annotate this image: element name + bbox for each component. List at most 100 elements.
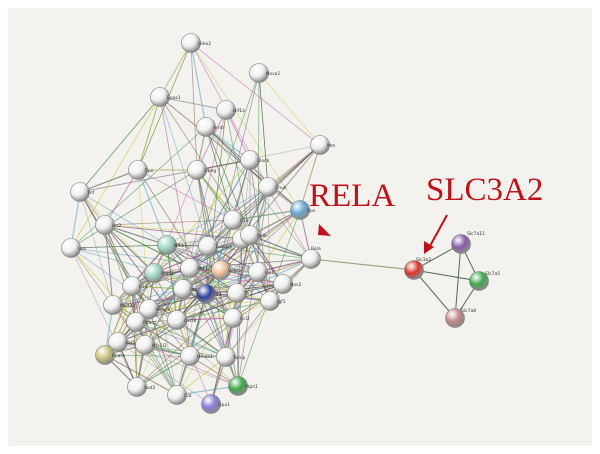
node-label: Gpx1: [218, 402, 230, 408]
network-edge: [189, 267, 284, 285]
node-circle: [201, 394, 221, 414]
node-circle: [273, 274, 293, 294]
node-sod2: Sod2: [127, 377, 155, 397]
node-circle: [451, 234, 471, 254]
node-circle: [211, 260, 231, 280]
node-circle: [95, 215, 115, 235]
node-label: Pparg: [143, 320, 156, 326]
node-label: Slc7a8: [461, 308, 476, 314]
node-label: Nos2: [290, 282, 301, 288]
node-circle: [301, 249, 321, 269]
network-edge: [144, 344, 178, 396]
node-circle: [150, 87, 170, 107]
network-edge: [153, 169, 198, 274]
node-label: Epo: [145, 168, 154, 174]
network-edge: [299, 144, 321, 211]
node-label: Lep: [78, 246, 86, 252]
node-circle: [249, 63, 269, 83]
network-edge: [205, 126, 312, 260]
node-txnip: Txnip: [216, 347, 246, 367]
node-circle: [128, 160, 148, 180]
node-circle: [248, 262, 268, 282]
network-edge: [159, 96, 227, 111]
node-relb: Relb: [240, 225, 267, 245]
network-edge: [205, 126, 269, 188]
node-label: Myd88: [120, 303, 135, 309]
callout-rela-arrow: [318, 224, 331, 236]
node-label: Rela: [311, 246, 321, 252]
network-edge: [104, 354, 178, 396]
network-edge: [135, 321, 178, 396]
node-circle: [223, 210, 243, 230]
node-label: Hmox1: [197, 354, 213, 360]
node-slc7a11: Slc7a11: [451, 231, 485, 254]
network-edge: [176, 319, 227, 358]
network-edge: [148, 293, 207, 310]
node-label: Rps: [307, 208, 316, 214]
node-label: Ccl2: [240, 316, 250, 322]
network-edge: [249, 234, 312, 260]
node-circle: [216, 100, 236, 120]
node-circle: [223, 308, 243, 328]
network-edge: [190, 42, 207, 128]
node-sirt1: Sirt1: [180, 258, 208, 278]
network-edge: [159, 42, 192, 98]
network-edge: [205, 293, 239, 387]
node-circle: [180, 258, 200, 278]
node-mmp9: Mmp9: [139, 299, 170, 319]
network-edge: [104, 224, 114, 306]
network-edge: [249, 234, 284, 285]
network-edge: [79, 191, 168, 246]
node-tnfaip3: Tnfaip3: [198, 236, 232, 256]
network-edge: [70, 244, 168, 249]
node-epo: Epo: [128, 160, 154, 180]
network-edge: [166, 244, 191, 357]
node-cat: Cat: [167, 385, 192, 405]
network-edge: [79, 169, 139, 193]
network-edge: [232, 209, 301, 221]
node-label: Arntl: [213, 125, 224, 131]
node-label: Nfkb1: [174, 243, 187, 249]
node-circle: [167, 310, 187, 330]
network-edge: [135, 321, 227, 358]
network-edge: [225, 109, 251, 236]
node-label: Igf1: [277, 299, 286, 305]
node-ptgs2: Ptgs2: [173, 279, 203, 299]
network-edge: [70, 244, 168, 249]
node-mm: Mm: [310, 135, 335, 155]
network-edge: [70, 169, 198, 249]
network-edge: [190, 42, 321, 146]
network-edge: [176, 300, 271, 321]
network-edge: [236, 292, 239, 387]
node-label: Ikbkg: [204, 168, 216, 174]
network-edge: [137, 42, 192, 171]
network-edge: [70, 169, 198, 249]
node-label: Akt1: [125, 340, 135, 346]
network-edge: [79, 191, 155, 274]
node-label: Il1b: [240, 218, 248, 224]
node-label: Stat3: [161, 271, 173, 277]
network-edge: [196, 169, 209, 247]
network-edge: [190, 42, 198, 171]
node-label: Vegfa: [228, 268, 241, 274]
network-edge: [79, 96, 161, 193]
callout-slc3a2-label: SLC3A2: [426, 172, 543, 208]
node-label: Ppara: [112, 353, 125, 359]
network-edge: [148, 300, 271, 310]
network-edge: [236, 292, 239, 387]
network-edge: [79, 169, 198, 193]
network-edge: [79, 169, 139, 193]
node-il1b: Il1b: [223, 210, 248, 230]
network-edge: [104, 224, 168, 246]
network-edge: [104, 224, 155, 274]
callout-slc3a2-arrowhead: [424, 241, 434, 254]
network-edge: [104, 219, 234, 226]
node-circle: [167, 385, 187, 405]
node-circle: [240, 225, 260, 245]
node-igf1: Igf1: [260, 291, 286, 311]
node-label: Ins1: [265, 270, 275, 276]
node-rela: Rela: [301, 246, 321, 269]
network-edge: [205, 126, 234, 221]
network-edge: [136, 292, 238, 388]
